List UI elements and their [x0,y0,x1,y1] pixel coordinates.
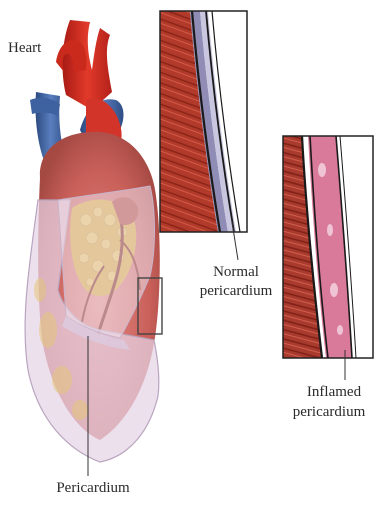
normal-pericardium-label-line1: Normal [196,264,276,281]
normal-pericardium-inset [160,11,247,232]
inflamed-pericardium-inset [283,136,373,358]
inflamed-pericardium-label-line2: pericardium [284,404,374,421]
aorta [63,20,112,110]
heart-illustration [25,20,162,462]
inflamed-pericardium-label-line1: Inflamed [294,384,374,401]
heart-label: Heart [8,40,41,57]
pericardium-label: Pericardium [48,480,138,497]
normal-pericardium-label-line2: pericardium [190,283,282,300]
